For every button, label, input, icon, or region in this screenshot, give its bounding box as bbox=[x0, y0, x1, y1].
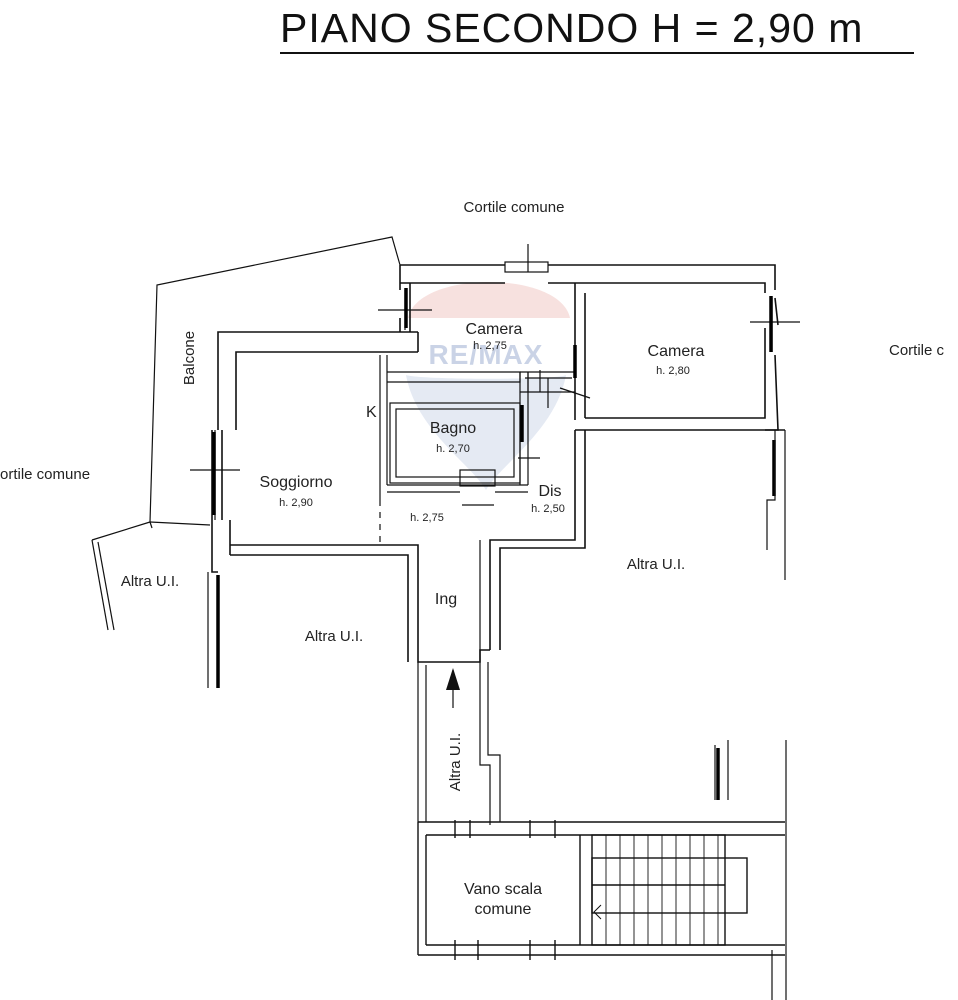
watermark-text: RE/MAX bbox=[429, 339, 544, 370]
balcone-bottom bbox=[149, 521, 211, 526]
label-altra-vertical: Altra U.I. bbox=[447, 733, 464, 791]
label-k: K bbox=[366, 404, 377, 421]
room-soggiorno-name: Soggiorno bbox=[260, 474, 333, 491]
altra-left-top bbox=[91, 521, 151, 541]
room-bagno-name: Bagno bbox=[430, 420, 476, 437]
altra-left-side bbox=[91, 539, 109, 631]
lower-corridor-walls bbox=[417, 662, 501, 825]
room-soggiorno-height: h. 2,90 bbox=[279, 497, 313, 509]
entrance-arrow bbox=[446, 668, 460, 690]
room-camera-small-name: Camera bbox=[466, 321, 523, 338]
room-dis-name: Dis bbox=[538, 483, 561, 500]
room-camera-right-name: Camera bbox=[648, 343, 705, 360]
balloon-top-red bbox=[408, 282, 570, 318]
room-camera-small-height: h. 2,75 bbox=[473, 340, 507, 352]
label-cortile-left: ortile comune bbox=[0, 466, 90, 483]
room-bagno-height: h. 2,70 bbox=[436, 443, 470, 455]
room-corridoio-height: h. 2,75 bbox=[410, 512, 444, 524]
interior-walls bbox=[379, 355, 575, 662]
page-title: PIANO SECONDO H = 2,90 m bbox=[280, 4, 914, 54]
balcone-outline bbox=[149, 236, 401, 523]
balloon-bottom-blue bbox=[406, 375, 566, 490]
exterior-walls bbox=[211, 264, 785, 663]
room-dis-height: h. 2,50 bbox=[531, 503, 565, 515]
label-altra-left: Altra U.I. bbox=[121, 573, 179, 590]
stair-steps bbox=[605, 835, 719, 945]
room-camera-right-height: h. 2,80 bbox=[656, 365, 690, 377]
label-altra-center: Altra U.I. bbox=[305, 628, 363, 645]
label-balcone: Balcone bbox=[181, 331, 198, 385]
label-cortile-right: Cortile c bbox=[889, 342, 945, 359]
stair-arrow bbox=[593, 904, 602, 920]
label-ing: Ing bbox=[435, 591, 457, 608]
label-cortile-top: Cortile comune bbox=[464, 199, 565, 216]
label-vano-scala: Vano scala bbox=[464, 881, 542, 898]
label-vano-comune: comune bbox=[475, 901, 532, 918]
label-altra-right: Altra U.I. bbox=[627, 556, 685, 573]
window-bars bbox=[212, 288, 776, 800]
remax-watermark: RE/MAX bbox=[406, 282, 570, 490]
right-lower-walls bbox=[207, 430, 787, 1000]
vano-scala-walls bbox=[417, 820, 785, 960]
